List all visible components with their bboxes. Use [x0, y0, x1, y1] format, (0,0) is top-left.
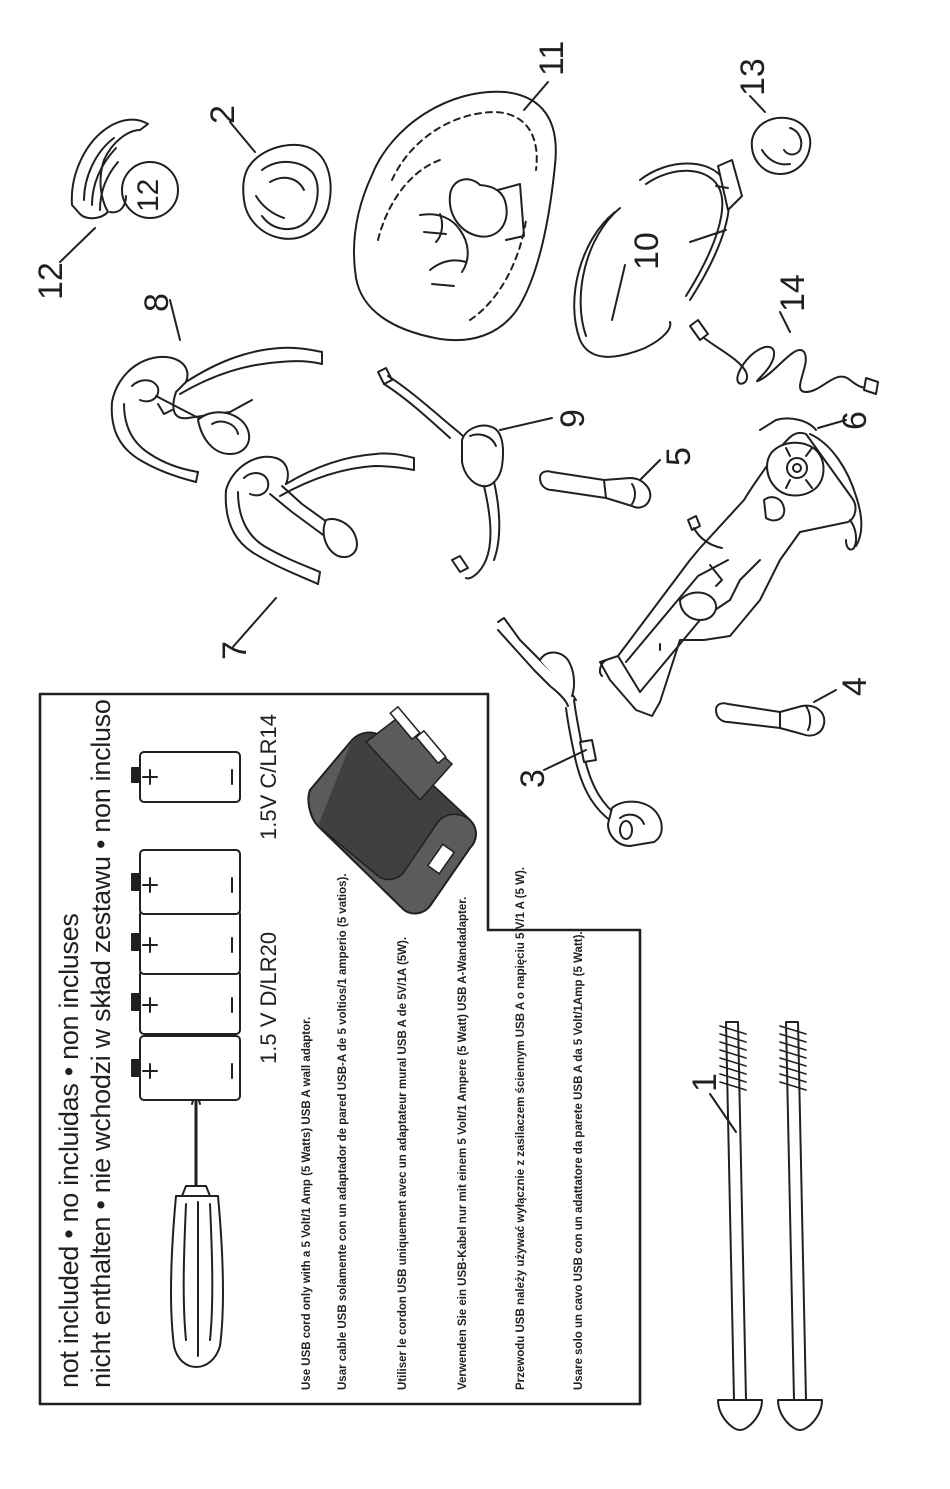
part-label-4: 4 — [836, 677, 874, 696]
battery-d-2-icon — [131, 969, 241, 1035]
not-included-box — [38, 692, 642, 1406]
battery-d-1-icon — [131, 1035, 241, 1101]
leader-1 — [709, 1093, 737, 1133]
part-13-cap — [750, 116, 812, 175]
not-included-line-1: not included • no incluidas • non inclus… — [54, 913, 84, 1388]
part-label-14: 14 — [774, 274, 812, 312]
screwdriver-icon — [169, 1089, 225, 1368]
battery-polarity-marks — [142, 769, 233, 1079]
not-included-line-2: nicht enthalten • nie wchodzi w skład ze… — [86, 699, 116, 1388]
leader-9 — [499, 417, 553, 431]
battery-d-3-icon — [131, 909, 241, 975]
part-label-13: 13 — [734, 58, 772, 96]
part-label-10: 10 — [628, 232, 666, 270]
part-8-arch — [110, 346, 323, 483]
screw-threads — [719, 1025, 807, 1091]
part-10-wire-frame — [573, 159, 743, 358]
leader-13 — [749, 95, 766, 113]
leader-7 — [231, 597, 277, 649]
part-3-leg — [497, 617, 663, 847]
circled-label-12: 12 — [132, 178, 165, 212]
usb-note-en: Use USB cord only with a 5 Volt/1 Amp (5… — [301, 1016, 313, 1390]
leader-5 — [639, 459, 661, 481]
usb-note-fr: Utiliser le cordon USB uniquement avec u… — [397, 936, 409, 1390]
part-14-usb-cord — [689, 319, 879, 395]
part-1-screws — [717, 1021, 823, 1431]
part-9-tube-hub — [377, 367, 504, 580]
leader-12 — [59, 227, 96, 263]
leader-8 — [169, 299, 181, 341]
leader-10b — [611, 264, 626, 321]
part-label-2: 2 — [204, 105, 242, 124]
part-11-seat-pad — [353, 90, 557, 342]
leader-10a — [689, 229, 727, 243]
part-4-tube — [715, 702, 826, 737]
leader-6 — [817, 419, 847, 429]
part-label-9: 9 — [554, 409, 592, 428]
leader-4 — [813, 689, 837, 703]
battery-d-4-icon — [131, 849, 241, 915]
part-6-base — [598, 417, 863, 717]
battery-c-icon — [131, 751, 241, 803]
part-label-7: 7 — [216, 641, 254, 660]
part-12-cover — [70, 118, 149, 220]
battery-d-label: 1.5 V D/LR20 — [256, 931, 281, 1064]
usb-note-pl: Przewodu USB należy używać wyłącznie z z… — [515, 867, 527, 1390]
part-7-arch — [224, 452, 415, 585]
part-label-8: 8 — [138, 293, 176, 312]
battery-c-label: 1.5V C/LR14 — [256, 714, 281, 840]
usb-wall-adapter-icon — [307, 705, 477, 915]
circle-12 — [121, 161, 179, 219]
leader-2 — [229, 121, 256, 153]
usb-note-it: Usare solo un cavo USB con un adattatore… — [573, 931, 585, 1390]
part-label-1: 1 — [686, 1073, 724, 1092]
part-5-tube — [539, 470, 652, 509]
part-label-12: 12 — [32, 262, 70, 300]
leader-14 — [779, 311, 791, 333]
leader-3 — [543, 749, 587, 771]
part-label-6: 6 — [836, 411, 874, 430]
usb-note-de: Verwenden Sie ein USB-Kabel nur mit eine… — [457, 896, 469, 1390]
part-2-head-support — [242, 143, 332, 240]
leader-11 — [523, 81, 549, 111]
part-label-5: 5 — [660, 447, 698, 466]
usb-note-es: Usar cable USB solamente con un adaptado… — [337, 873, 349, 1390]
part-label-11: 11 — [533, 40, 571, 76]
